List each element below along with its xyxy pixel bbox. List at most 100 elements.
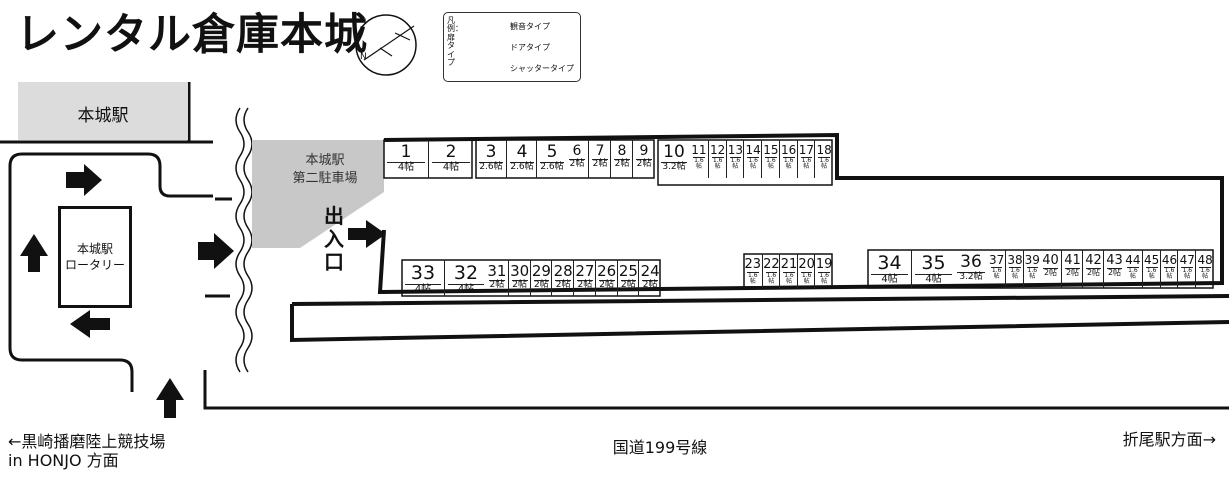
rotary-label: 本城駅 ロータリー <box>64 241 125 272</box>
compass-icon <box>355 14 417 76</box>
unit-number: 40 <box>1042 253 1059 268</box>
unit-number: 43 <box>1106 253 1123 268</box>
unit-number: 42 <box>1085 253 1102 268</box>
unit-number: 30 <box>510 262 530 280</box>
parking-area <box>252 140 384 248</box>
unit-size: 1.6帖 <box>782 157 795 170</box>
unit-size: 4帖 <box>871 274 908 285</box>
unit-size: 2帖 <box>636 159 652 169</box>
unit-size: 4帖 <box>432 162 470 173</box>
unit-size: 1.6帖 <box>1009 267 1021 280</box>
unit-number: 10 <box>663 142 685 162</box>
unit-number: 2 <box>445 142 457 162</box>
unit-size: 4帖 <box>915 274 952 285</box>
unit-number: 13 <box>727 143 744 157</box>
traffic-arrows <box>20 164 386 418</box>
unit-number: 20 <box>798 257 815 272</box>
legend-item-shutter: シャッタータイプ <box>510 64 574 73</box>
unit-number: 12 <box>709 143 726 157</box>
unit-number: 35 <box>921 252 946 274</box>
unit-number: 4 <box>516 142 528 162</box>
unit-number: 17 <box>798 143 815 157</box>
arrow-up-bottom <box>156 378 184 418</box>
unit-number: 19 <box>815 257 833 272</box>
unit-size: 1.6帖 <box>765 272 778 285</box>
unit-number: 32 <box>453 262 479 284</box>
unit-size: 3.2帖 <box>661 162 687 172</box>
door-type-legend: 凡例：扉タイプ 観音タイプ ドアタイプ シャッタータイプ <box>443 12 581 82</box>
unit-size: 2帖 <box>1107 268 1122 277</box>
unit-number: 38 <box>1007 253 1023 267</box>
unit-size: 1.6帖 <box>1181 267 1194 280</box>
unit-size: 1.6帖 <box>800 272 813 285</box>
parking2-label: 本城駅 第二駐車場 <box>292 153 358 186</box>
unit-size: 1.6帖 <box>711 157 724 170</box>
unit-size: 2.6帖 <box>479 162 503 172</box>
arrow-left-bottom <box>70 310 110 338</box>
legend-item-door: ドアタイプ <box>510 43 550 52</box>
rotary-road <box>8 152 213 392</box>
entrance-label: 出入口 <box>324 204 344 274</box>
unit-size: 1.6帖 <box>818 157 830 170</box>
unit-number: 8 <box>617 143 627 159</box>
unit-number: 48 <box>1197 253 1213 267</box>
unit-size: 1.6帖 <box>1145 267 1158 280</box>
unit-size: 1.6帖 <box>765 157 777 170</box>
unit-size: 2帖 <box>1043 268 1058 277</box>
unit-size: 1.6帖 <box>747 157 759 170</box>
unit-number: 47 <box>1179 253 1195 267</box>
unit-number: 37 <box>989 253 1005 267</box>
unit-number: 34 <box>877 252 902 274</box>
unit-number: 21 <box>780 257 798 272</box>
unit-size: 1.6帖 <box>991 267 1003 280</box>
unit-size: 4帖 <box>448 284 484 295</box>
unit-number: 45 <box>1144 253 1160 267</box>
unit-size: 2帖 <box>555 280 571 290</box>
unit-size: 2帖 <box>598 280 615 290</box>
unit-number: 18 <box>816 143 832 157</box>
unit-number: 15 <box>763 143 779 157</box>
unit-number: 7 <box>595 143 605 159</box>
unit-size: 2帖 <box>592 159 608 169</box>
storage-blocks <box>383 139 1214 297</box>
unit-size: 1.6帖 <box>818 272 830 285</box>
unit-size: 1.6帖 <box>693 157 705 170</box>
arrow-right-middle <box>198 233 234 269</box>
unit-number: 23 <box>744 257 762 272</box>
unit-number: 33 <box>410 262 436 284</box>
unit-number: 3 <box>485 142 497 162</box>
arrow-right-entrance <box>348 220 386 248</box>
unit-number: 1 <box>400 142 412 162</box>
unit-number: 26 <box>597 262 617 280</box>
unit-size: 1.6帖 <box>747 272 759 285</box>
unit-size: 2帖 <box>1086 268 1101 277</box>
unit-number: 11 <box>691 143 707 157</box>
unit-size: 1.6帖 <box>729 157 742 170</box>
unit-number: 36 <box>960 252 982 272</box>
